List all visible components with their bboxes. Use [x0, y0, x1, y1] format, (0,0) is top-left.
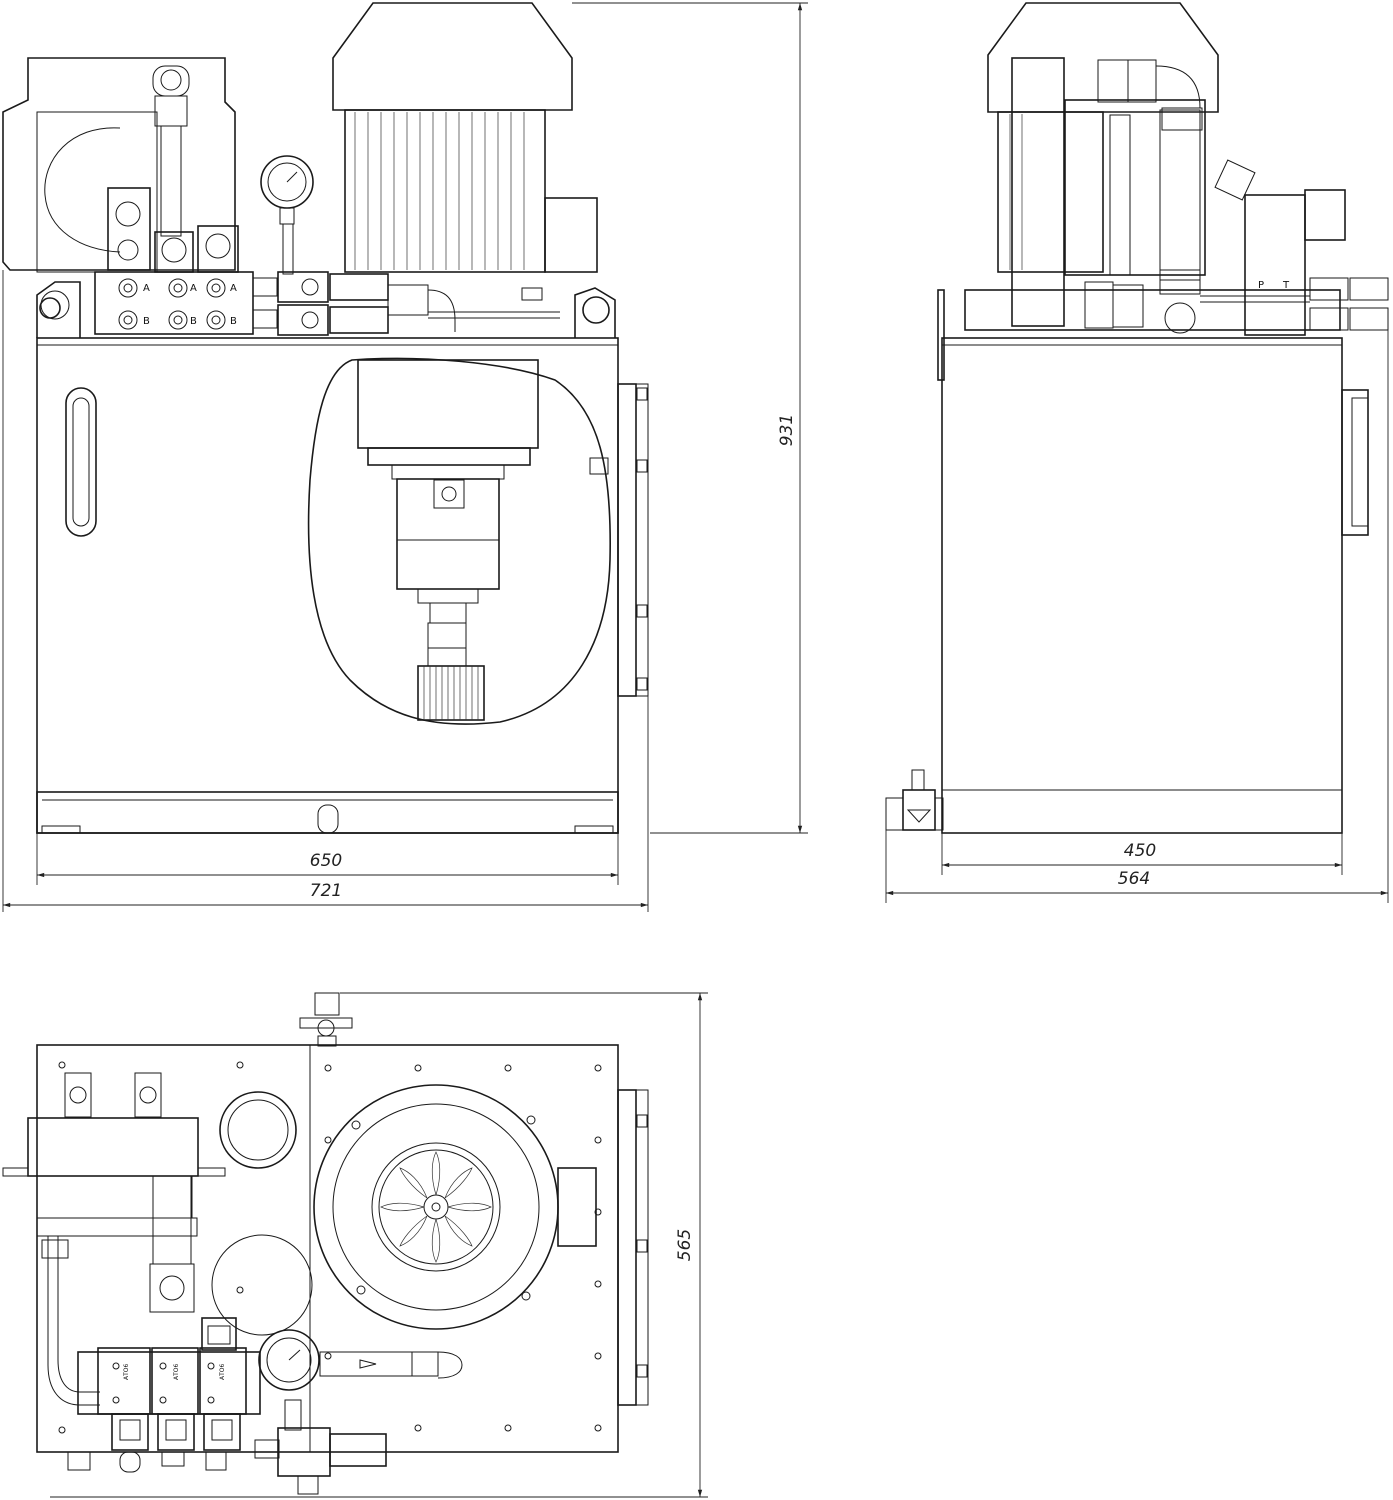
- top-tank-cover: [36, 1044, 619, 1453]
- front-tank: [36, 337, 619, 834]
- top-view: АТО6 АТО6 АТО6: [2, 992, 708, 1498]
- valve-label-1: АТО6: [123, 1364, 130, 1380]
- valve-label-2: АТО6: [173, 1364, 180, 1380]
- suction-strainer: [417, 665, 485, 721]
- port-label-p: P: [1258, 280, 1264, 291]
- port-label-a2: A: [190, 283, 197, 294]
- oil-level-sight-glass: [65, 387, 97, 537]
- port-label-b2: B: [190, 316, 197, 327]
- front-manifold-housing: [2, 57, 236, 271]
- pump-body: [396, 478, 500, 590]
- side-view: P T 450 564: [885, 2, 1389, 903]
- valve-label-3: АТО6: [219, 1364, 226, 1380]
- lifting-eye-left: [39, 297, 61, 319]
- port-label-b1: B: [143, 316, 150, 327]
- side-motor-fan-cover: [987, 2, 1219, 113]
- port-label-a1: A: [143, 283, 150, 294]
- electric-motor-body: [344, 109, 546, 273]
- motor-top-flange: [313, 1084, 559, 1330]
- dim-front-overall-width: 721: [310, 881, 342, 901]
- dim-top-overall-depth: 565: [675, 1229, 695, 1261]
- dim-front-overall-height: 931: [777, 414, 797, 446]
- top-pressure-gauge: [258, 1329, 320, 1391]
- filler-breather-cap: [219, 1091, 297, 1169]
- electric-motor-fan-cover: [332, 2, 573, 111]
- port-label-b3: B: [230, 316, 237, 327]
- dim-side-tank-depth: 450: [1124, 841, 1156, 861]
- front-subplate: [94, 271, 254, 335]
- port-label-t: T: [1282, 280, 1290, 291]
- dim-side-overall-depth: 564: [1118, 869, 1150, 889]
- top-valve-subplate: [77, 1351, 261, 1415]
- front-section-cutaway: [307, 357, 612, 725]
- dim-front-tank-width: 650: [310, 851, 342, 871]
- front-view: A A A B B B: [2, 2, 808, 912]
- port-label-a3: A: [230, 283, 237, 294]
- side-tank: [941, 337, 1343, 834]
- top-terminal-box: [557, 1167, 597, 1247]
- front-tank-base: [36, 791, 619, 834]
- lifting-eye-right: [582, 296, 610, 324]
- motor-terminal-box: [544, 197, 598, 273]
